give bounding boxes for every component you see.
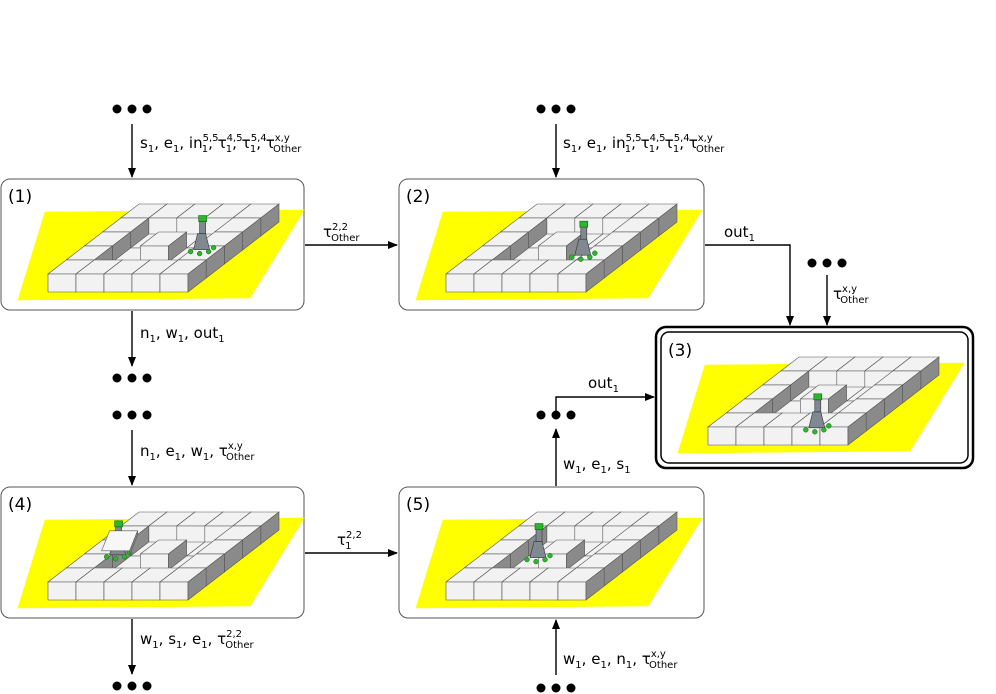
- state-1-scene: [17, 203, 305, 301]
- edge-label-to-3: out1​: [588, 374, 619, 395]
- structure-scene: [17, 511, 305, 609]
- state-5: (5): [398, 486, 705, 619]
- robot-icon: [524, 523, 553, 565]
- arrow-to-3: [555, 393, 655, 415]
- state-2-scene: [415, 203, 703, 301]
- arrow-2-to-3: [705, 244, 794, 326]
- state-4: (4): [0, 486, 305, 619]
- state-1: (1): [0, 178, 305, 311]
- state-1-label: (1): [8, 187, 32, 207]
- structure-scene: [415, 203, 703, 301]
- edge-label-4-to-5: τ2,21​: [337, 530, 362, 552]
- structure-scene: [677, 356, 965, 454]
- ellipsis-out-4: [112, 681, 152, 691]
- ellipsis-in-4: [112, 410, 152, 420]
- structure-scene: [415, 511, 703, 609]
- state-3: (3): [654, 325, 975, 470]
- state-4-scene: [17, 511, 305, 609]
- state-5-label: (5): [406, 495, 430, 515]
- ellipsis-out-1: [112, 373, 152, 383]
- ellipsis-in-2: [536, 104, 576, 114]
- structure-scene: [17, 203, 305, 301]
- edge-label-in-1: s1​, e1​, in5,51​, τ4,51​, τ5,41​, τx,yO…: [140, 133, 302, 155]
- ellipsis-in-1: [112, 104, 152, 114]
- edge-label-in-2: s1​, e1​, in5,51​, τ4,51​, τ5,41​, τx,yO…: [563, 133, 725, 155]
- ellipsis-in-5: [536, 683, 576, 693]
- edge-label-2-to-3: out1​: [724, 223, 755, 244]
- state-3-scene: [677, 356, 965, 454]
- carried-block: [101, 530, 139, 555]
- state-3-label: (3): [668, 341, 692, 361]
- state-5-scene: [415, 511, 703, 609]
- ellipsis-in-3: [807, 258, 847, 268]
- state-2: (2): [398, 178, 705, 311]
- robot-icon: [803, 393, 832, 435]
- edge-label-out-5: w1​, e1​, s1​: [563, 455, 631, 476]
- edge-label-out-1: n1​, w1​, out1​: [140, 324, 225, 345]
- state-2-label: (2): [406, 187, 430, 207]
- robot-icon: [187, 215, 217, 257]
- robot-icon: [569, 220, 598, 262]
- state-4-label: (4): [8, 495, 32, 515]
